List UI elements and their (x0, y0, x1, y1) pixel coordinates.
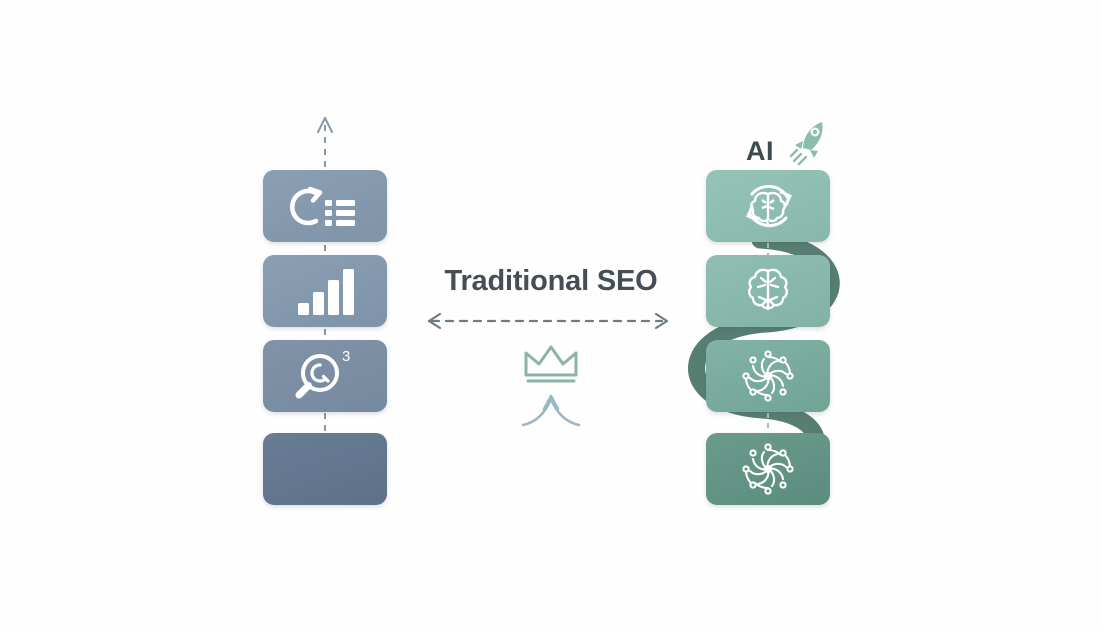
card-ai-3[interactable] (706, 340, 830, 412)
card-ai-4[interactable] (706, 433, 830, 505)
search-magnifier-icon: 3 (290, 348, 360, 404)
rocket-icon (789, 122, 823, 166)
card-traditional-1[interactable] (263, 170, 387, 242)
left-arrow-head-icon (317, 117, 333, 133)
card-ai-2[interactable] (706, 255, 830, 327)
crown-icon (524, 345, 578, 383)
neural-spiral-icon (738, 439, 798, 499)
card-traditional-4[interactable] (263, 433, 387, 505)
card-ai-1[interactable] (706, 170, 830, 242)
bidirectional-dashed-arrow (427, 312, 669, 330)
bar-chart-icon (294, 266, 356, 316)
converging-up-arrow-icon (521, 394, 581, 427)
search-superscript: 3 (342, 348, 350, 365)
page-title: Traditional SEO (444, 265, 658, 297)
card-traditional-3[interactable]: 3 (263, 340, 387, 412)
brain-refresh-icon (732, 176, 804, 236)
brain-icon (740, 263, 796, 319)
refresh-list-icon (286, 179, 364, 233)
neural-spiral-icon (738, 346, 798, 406)
ai-label: AI (746, 136, 774, 166)
card-traditional-2[interactable] (263, 255, 387, 327)
